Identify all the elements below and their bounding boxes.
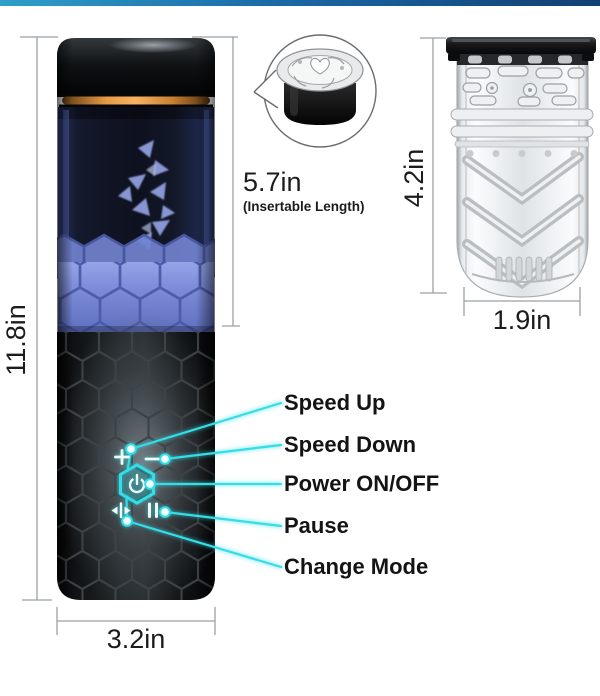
sleeve-height-label: 4.2in: [399, 148, 429, 208]
insertable-length-note: (Insertable Length): [243, 199, 365, 214]
sleeve-textures: [462, 60, 585, 290]
swap-arrows-icon: [111, 502, 131, 519]
power-icon: [128, 473, 146, 494]
device-render: [57, 38, 215, 600]
dimension-lines: [20, 36, 581, 635]
sleeve-ridge-rings: [450, 108, 594, 157]
sleeve-render: [446, 37, 596, 298]
callout-lines: [125, 401, 283, 569]
label-power-on-off: Power ON/OFF: [284, 471, 440, 496]
label-change-mode: Change Mode: [284, 554, 429, 579]
detail-callout: [253, 34, 377, 148]
body-width-label: 3.2in: [106, 624, 166, 654]
insertable-length-label: 5.7in: [243, 167, 302, 197]
total-height-label: 11.8in: [1, 304, 31, 376]
pause-icon: [148, 502, 158, 518]
label-pause: Pause: [284, 513, 349, 538]
callout-dots: [121, 443, 171, 527]
sleeve-top-detail: [276, 48, 364, 125]
label-speed-up: Speed Up: [284, 390, 386, 415]
control-buttons: [111, 443, 171, 527]
top-accent-bar: [0, 0, 600, 6]
label-speed-down: Speed Down: [284, 432, 417, 457]
sleeve-width-label: 1.9in: [492, 305, 552, 335]
